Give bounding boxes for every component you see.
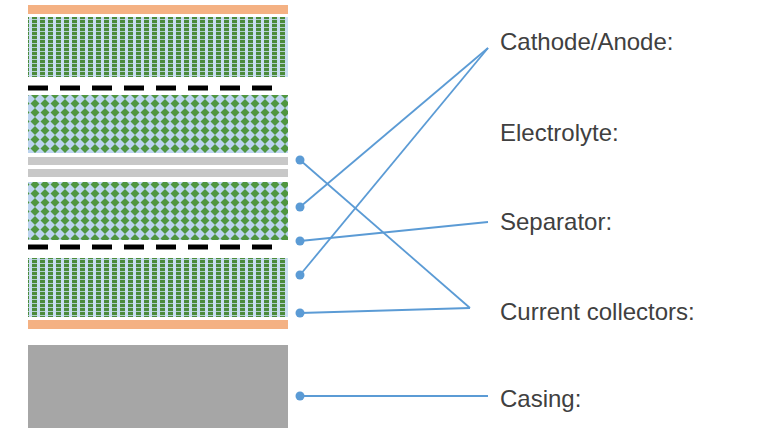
separator [28,86,272,91]
electrode-layer [28,182,288,240]
leader-line [300,395,488,397]
electrode-layer [28,258,288,317]
electrode-layer [28,95,288,153]
leader-dot [296,203,305,212]
separator [28,245,272,250]
leader-dot [296,392,305,401]
current-collector [28,169,288,177]
leader-dot [296,237,305,246]
leader-line [300,308,470,313]
leader-dot [296,271,305,280]
leader-dot [296,309,305,318]
part-label: Cathode/Anode: [500,28,673,56]
leader-line [300,48,488,207]
leader-line [300,160,470,308]
part-label: Separator: [500,208,612,236]
leader-lines [300,48,488,396]
electrode-layer [28,17,288,77]
current-collector [28,5,288,14]
current-collector [28,320,288,329]
part-label: Current collectors: [500,298,695,326]
leader-dots [296,156,305,401]
casing [28,345,288,428]
part-label: Casing: [500,385,581,413]
current-collector [28,157,288,165]
leader-line [300,222,488,241]
part-label: Electrolyte: [500,119,619,147]
leader-dot [296,156,305,165]
